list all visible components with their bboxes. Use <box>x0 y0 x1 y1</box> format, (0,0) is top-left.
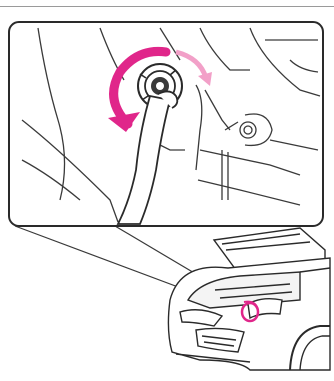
car-illustration <box>168 228 330 370</box>
zoom-detail <box>9 22 323 226</box>
